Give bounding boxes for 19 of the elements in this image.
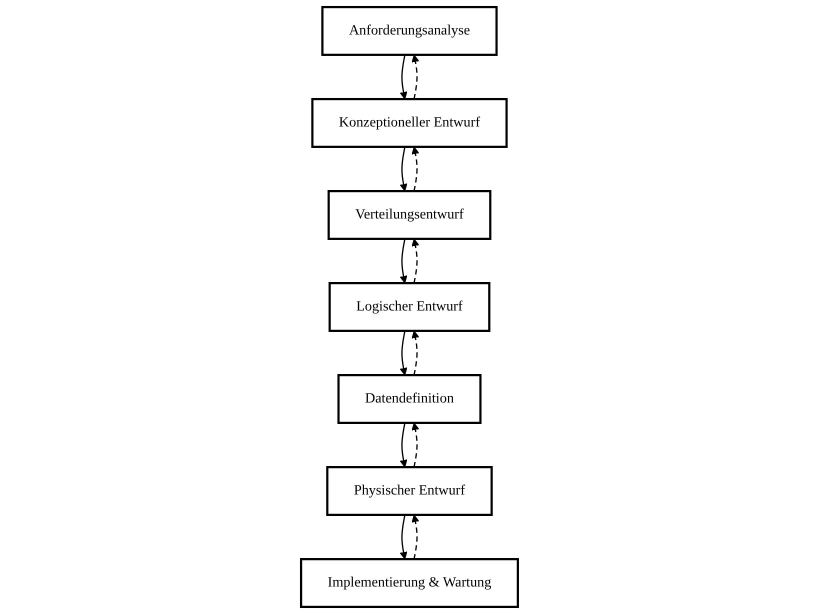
arrow: [400, 514, 408, 560]
arrow: [412, 422, 420, 468]
arrow: [400, 146, 408, 192]
arrow: [412, 514, 420, 560]
arrow: [400, 54, 408, 100]
arrow: [400, 238, 408, 284]
node-box: Logischer Entwurf: [328, 282, 490, 332]
node-box: Konzeptioneller Entwurf: [311, 98, 508, 148]
arrow: [400, 422, 408, 468]
node-box: Anforderungsanalyse: [321, 6, 498, 56]
arrow: [412, 146, 420, 192]
node-box: Implementierung & Wartung: [300, 558, 519, 608]
arrow: [412, 330, 420, 376]
node-box: Physischer Entwurf: [326, 466, 493, 516]
arrow: [400, 330, 408, 376]
arrow: [412, 238, 420, 284]
node-box: Datendefinition: [337, 374, 482, 424]
arrow: [412, 54, 420, 100]
node-box: Verteilungsentwurf: [328, 190, 492, 240]
